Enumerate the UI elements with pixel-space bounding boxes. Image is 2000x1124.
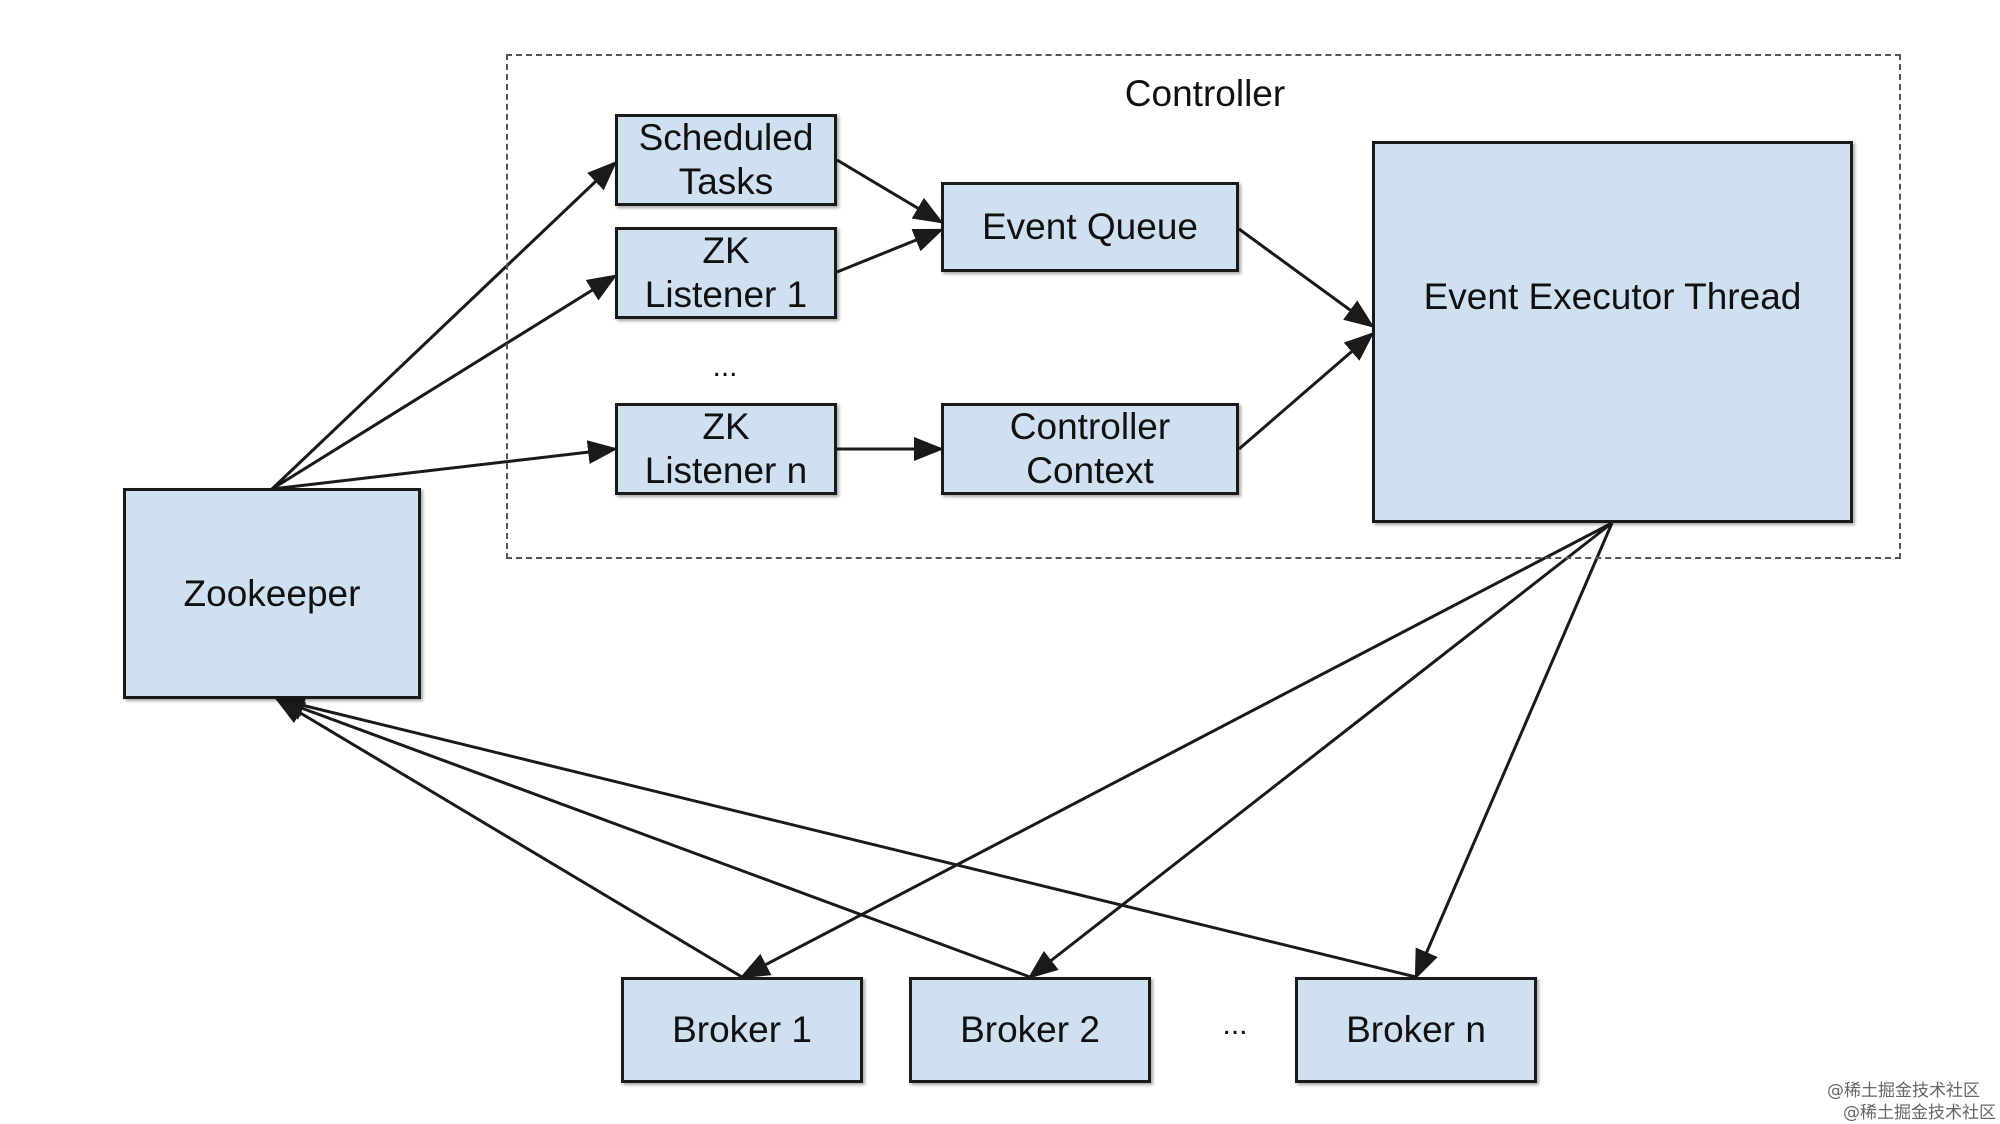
zk-listener-1-node: ZK Listener 1	[615, 227, 837, 319]
controller-boundary	[506, 54, 1901, 559]
scheduled-tasks-node: Scheduled Tasks	[615, 114, 837, 206]
brokers-ellipsis: ...	[1222, 1008, 1248, 1041]
edge-controller-context-to-event-executor-thread	[1238, 332, 1375, 451]
edge-zk-listener-1-to-event-queue	[836, 228, 944, 274]
zookeeper-node: Zookeeper	[123, 488, 421, 699]
watermark-line-2: @稀土掘金技术社区	[1843, 1103, 1996, 1123]
watermark-line-1: @稀土掘金技术社区	[1827, 1081, 1980, 1101]
edge-broker-n-to-zookeeper	[274, 693, 1417, 979]
controller-title: Controller	[1124, 73, 1286, 114]
broker-2-node: Broker 2	[909, 977, 1151, 1083]
edge-event-executor-thread-to-broker-1	[739, 521, 1613, 979]
zk-listener-n-node: ZK Listener n	[615, 403, 837, 495]
edge-event-queue-to-event-executor-thread	[1238, 227, 1375, 328]
edge-event-executor-thread-to-broker-n	[1414, 522, 1614, 980]
listeners-ellipsis: ...	[712, 350, 738, 383]
event-executor-thread-node: Event Executor Thread	[1372, 141, 1853, 523]
controller-context-node: Controller Context	[941, 403, 1239, 495]
broker-1-node: Broker 1	[621, 977, 863, 1083]
edge-zookeeper-to-zk-listener-n	[271, 440, 618, 491]
edge-zookeeper-to-scheduled-tasks	[270, 160, 618, 491]
edge-event-executor-thread-to-broker-2	[1027, 521, 1613, 979]
edge-broker-2-to-zookeeper	[274, 697, 1031, 979]
edge-broker-1-to-zookeeper	[274, 697, 743, 979]
broker-n-node: Broker n	[1295, 977, 1537, 1083]
edge-zookeeper-to-zk-listener-1	[271, 274, 618, 491]
event-queue-node: Event Queue	[941, 182, 1239, 272]
edge-scheduled-tasks-to-event-queue	[836, 158, 944, 224]
